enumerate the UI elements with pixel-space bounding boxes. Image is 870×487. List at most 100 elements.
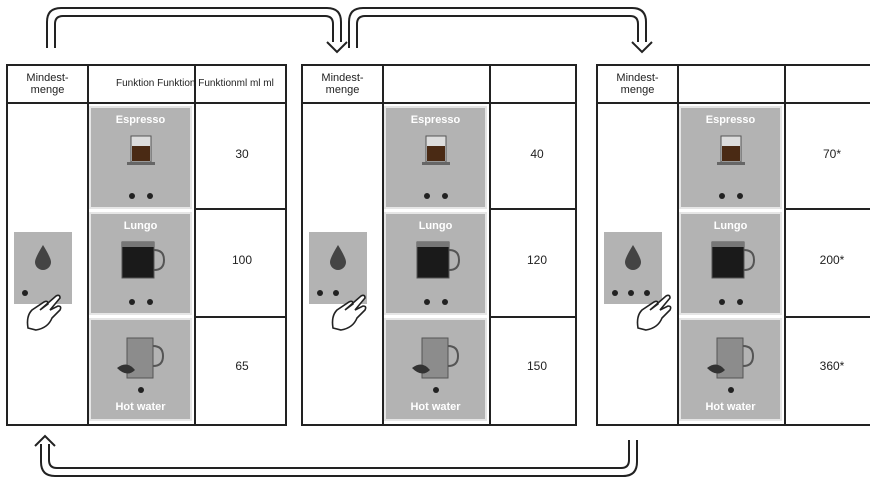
drink-label: Espresso bbox=[705, 114, 756, 126]
indicator-dots bbox=[386, 387, 485, 393]
table-divider bbox=[303, 102, 575, 104]
indicator-dot bbox=[644, 290, 650, 296]
indicator-dot bbox=[128, 193, 135, 199]
drink-button[interactable]: Lungo bbox=[679, 212, 782, 315]
drink-label: Espresso bbox=[115, 114, 166, 126]
volume-value: 360* bbox=[819, 359, 845, 373]
table-divider bbox=[194, 316, 285, 318]
volume-value: 150 bbox=[526, 359, 548, 373]
drink-button[interactable]: Espresso bbox=[384, 106, 487, 209]
indicator-dot bbox=[432, 387, 439, 393]
drink-button[interactable]: Hot water bbox=[89, 318, 192, 421]
table-divider bbox=[194, 66, 196, 424]
indicator-dot bbox=[736, 193, 743, 199]
indicator-dot bbox=[22, 290, 28, 296]
volume-value: 100 bbox=[231, 253, 253, 267]
tea-glass-icon bbox=[681, 334, 780, 389]
ml-dots bbox=[317, 290, 339, 296]
header-min-amount: Mindest- menge bbox=[616, 72, 659, 96]
cycle-arrow-icon bbox=[34, 434, 638, 477]
volume-value: 200* bbox=[819, 253, 845, 267]
table-divider bbox=[784, 316, 870, 318]
indicator-dot bbox=[727, 387, 734, 393]
pointing-hand-icon bbox=[632, 288, 678, 337]
indicator-dots bbox=[681, 193, 780, 199]
indicator-dot bbox=[333, 290, 339, 296]
cycle-arrow-icon bbox=[46, 7, 348, 54]
indicator-dots bbox=[91, 299, 190, 305]
drink-button[interactable]: Hot water bbox=[384, 318, 487, 421]
header-function bbox=[387, 66, 607, 102]
indicator-dots bbox=[681, 299, 780, 305]
drink-label: Espresso bbox=[410, 114, 461, 126]
indicator-dot bbox=[718, 299, 725, 305]
table-divider bbox=[784, 208, 870, 210]
volume-value: 120 bbox=[526, 253, 548, 267]
tea-glass-icon bbox=[386, 334, 485, 389]
espresso-cup-icon bbox=[386, 130, 485, 175]
drink-button[interactable]: Espresso bbox=[89, 106, 192, 209]
table-divider bbox=[489, 208, 575, 210]
table-divider bbox=[489, 316, 575, 318]
table-divider bbox=[87, 66, 89, 424]
indicator-dot bbox=[317, 290, 323, 296]
indicator-dot bbox=[128, 299, 135, 305]
indicator-dots bbox=[91, 387, 190, 393]
indicator-dots bbox=[386, 299, 485, 305]
indicator-dot bbox=[423, 299, 430, 305]
indicator-dot bbox=[146, 299, 153, 305]
espresso-cup-icon bbox=[681, 130, 780, 175]
indicator-dot bbox=[612, 290, 618, 296]
step-table: Mindest- menge Funktion Funktion Funktion… bbox=[6, 64, 287, 426]
drink-label: Hot water bbox=[705, 401, 756, 413]
drink-button[interactable]: Lungo bbox=[384, 212, 487, 315]
indicator-dot bbox=[736, 299, 743, 305]
header-function: Funktion Funktion Funktionml ml ml bbox=[116, 78, 274, 89]
drink-button[interactable]: Espresso bbox=[679, 106, 782, 209]
indicator-dot bbox=[423, 193, 430, 199]
drink-label: Lungo bbox=[713, 220, 748, 232]
ml-button[interactable] bbox=[309, 232, 367, 304]
ml-button[interactable] bbox=[14, 232, 72, 304]
indicator-dot bbox=[441, 193, 448, 199]
drink-button[interactable]: Hot water bbox=[679, 318, 782, 421]
drink-label: Lungo bbox=[123, 220, 158, 232]
header-min-amount: Mindest- menge bbox=[321, 72, 364, 96]
table-divider bbox=[382, 66, 384, 424]
volume-value: 40 bbox=[530, 147, 544, 161]
water-drop-icon bbox=[33, 244, 53, 275]
drink-label: Hot water bbox=[115, 401, 166, 413]
table-divider bbox=[8, 102, 285, 104]
table-divider bbox=[677, 66, 679, 424]
header-min-amount: Mindest- menge bbox=[26, 72, 69, 96]
pointing-hand-icon bbox=[22, 288, 68, 337]
indicator-dot bbox=[718, 193, 725, 199]
ml-dots bbox=[612, 290, 650, 296]
ml-button[interactable] bbox=[604, 232, 662, 304]
cycle-arrow-icon bbox=[348, 7, 653, 54]
drink-button[interactable]: Lungo bbox=[89, 212, 192, 315]
water-drop-icon bbox=[328, 244, 348, 275]
volume-value: 70* bbox=[822, 147, 842, 161]
indicator-dot bbox=[137, 387, 144, 393]
tea-glass-icon bbox=[91, 334, 190, 389]
water-drop-icon bbox=[623, 244, 643, 275]
indicator-dots bbox=[681, 387, 780, 393]
indicator-dot bbox=[146, 193, 153, 199]
indicator-dot bbox=[441, 299, 448, 305]
table-divider bbox=[489, 66, 491, 424]
lungo-glass-icon bbox=[681, 236, 780, 289]
indicator-dots bbox=[386, 193, 485, 199]
pointing-hand-icon bbox=[327, 288, 373, 337]
header-function bbox=[682, 66, 870, 102]
table-divider bbox=[194, 208, 285, 210]
drink-label: Hot water bbox=[410, 401, 461, 413]
table-divider bbox=[598, 102, 870, 104]
indicator-dot bbox=[628, 290, 634, 296]
table-divider bbox=[784, 66, 786, 424]
indicator-dots bbox=[91, 193, 190, 199]
volume-value: 65 bbox=[235, 359, 249, 373]
